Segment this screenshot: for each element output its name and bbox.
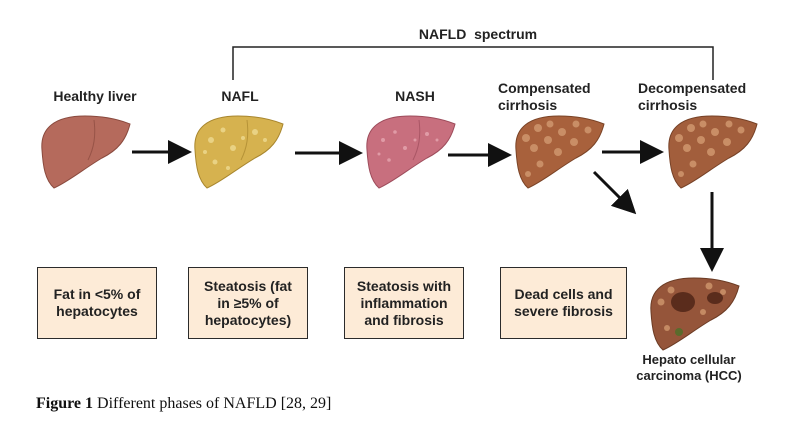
arrow-compensated-to-hcc — [592, 170, 637, 215]
box-healthy: Fat in <5% of hepatocytes — [37, 267, 157, 339]
box-nafl: Steatosis (fat in ≥5% of hepatocytes) — [188, 267, 308, 339]
stage-label-healthy: Healthy liver — [53, 88, 137, 104]
stage-label-nafl: NAFL — [221, 88, 259, 104]
box-nash-text: Steatosis with inflammation and fibrosis — [356, 277, 452, 328]
liver-healthy-icon — [41, 115, 131, 189]
liver-decompensated-cirrhosis-icon — [668, 115, 758, 189]
figure-caption-text: Different phases of NAFLD [28, 29] — [93, 395, 332, 412]
stage-label-compensated: Compensated cirrhosis — [498, 80, 591, 113]
box-compensated: Dead cells and severe fibrosis — [500, 267, 627, 339]
box-healthy-text: Fat in <5% of hepatocytes — [53, 286, 141, 319]
figure-caption: Figure 1 Different phases of NAFLD [28, … — [36, 395, 331, 413]
figure-caption-prefix: Figure 1 — [36, 395, 94, 412]
spectrum-label: NAFLD spectrum — [418, 26, 538, 42]
spectrum-bracket — [232, 46, 714, 80]
stage-label-nash: NASH — [395, 88, 435, 104]
box-nafl-text: Steatosis (fat in ≥5% of hepatocytes) — [204, 277, 292, 328]
liver-nafl-icon — [194, 115, 284, 189]
liver-compensated-cirrhosis-icon — [515, 115, 605, 189]
box-compensated-text: Dead cells and severe fibrosis — [514, 286, 613, 319]
stage-label-hcc: Hepato cellular carcinoma (HCC) — [636, 352, 742, 383]
liver-hcc-icon — [650, 277, 740, 351]
liver-nash-icon — [366, 115, 456, 189]
box-nash: Steatosis with inflammation and fibrosis — [344, 267, 464, 339]
stage-label-decompensated: Decompensated cirrhosis — [638, 80, 747, 113]
